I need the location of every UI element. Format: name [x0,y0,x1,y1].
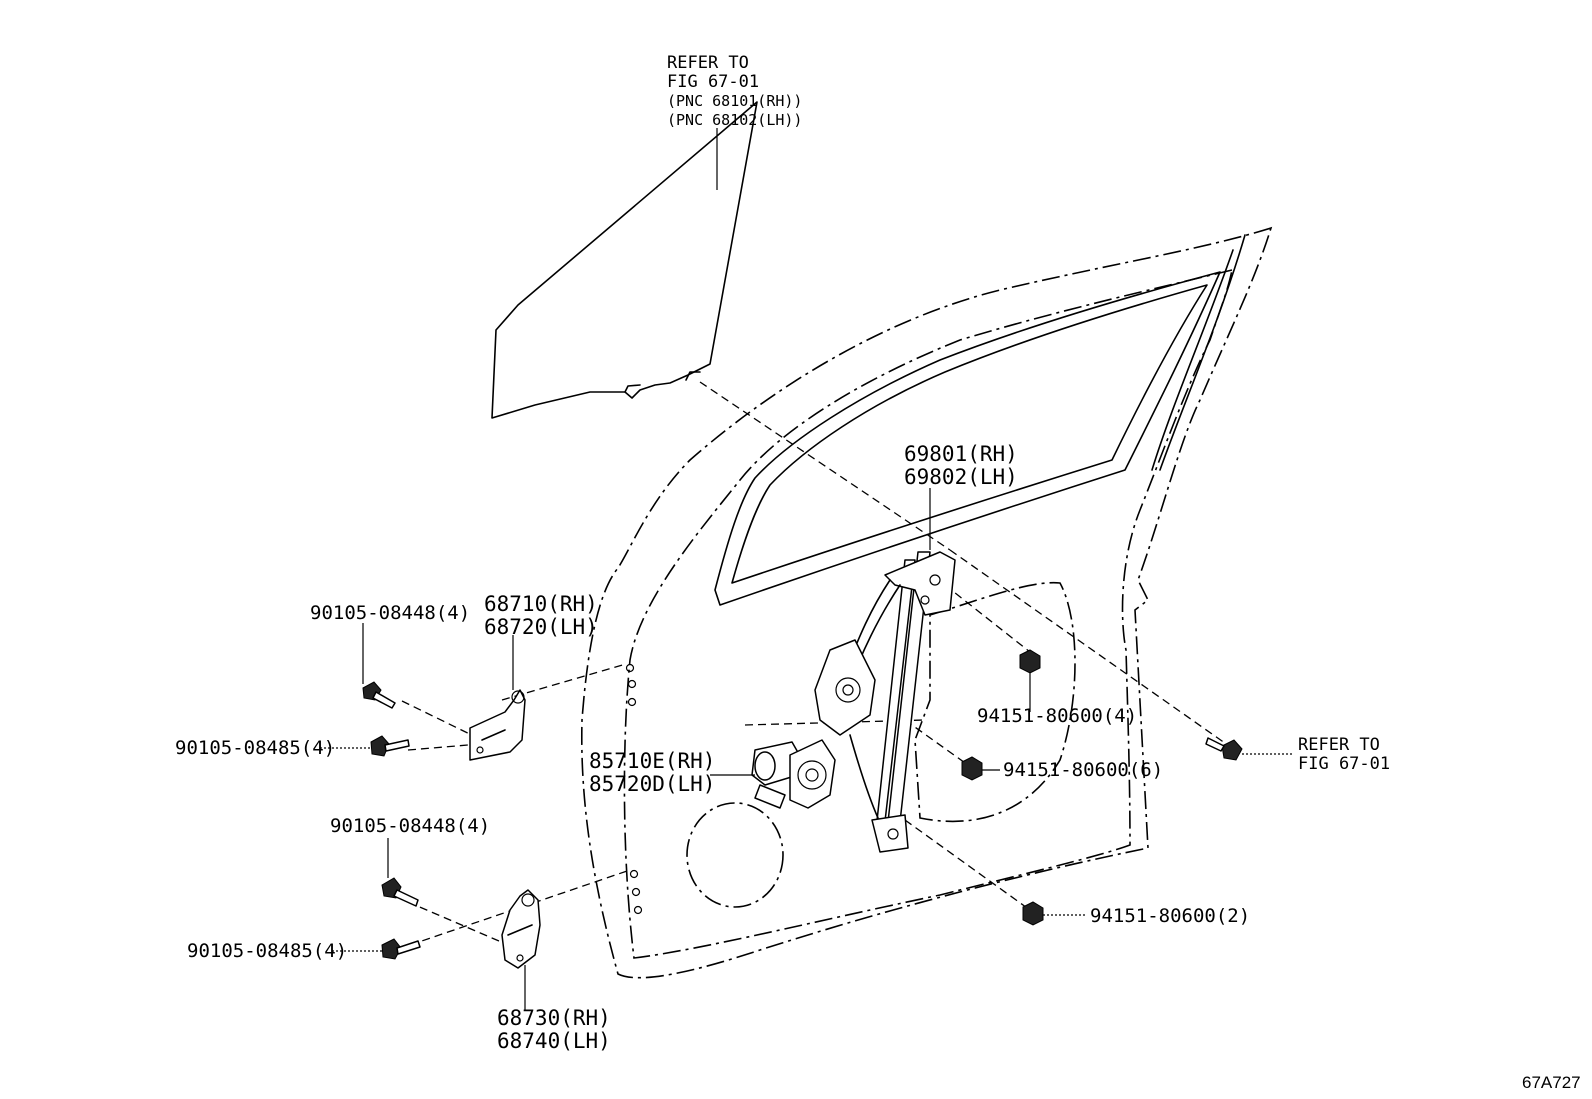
regulator-rh-label: 69801(RH) [904,442,1018,466]
bolt-upper-b [370,735,410,757]
bolt-lower-a-label: 90105-08448(4) [330,815,490,837]
door-panel [580,226,1273,979]
upper-hinge-rh-label: 68710(RH) [484,592,598,616]
nut-c [1022,901,1044,926]
glass-ref-line3: (PNC 68101(RH)) [667,92,802,110]
glass-ref-line4: (PNC 68102(LH)) [667,111,802,129]
window-regulator [814,551,956,853]
regulator-motor [751,739,836,809]
door-glass [491,101,758,419]
nut-c-label: 94151-80600(2) [1090,905,1250,927]
regulator-callout: 69801(RH) 69802(LH) [904,442,1018,489]
lower-hinge-rh-label: 68730(RH) [497,1006,611,1030]
upper-hinge [469,689,526,761]
glass-ref-line1: REFER TO [667,53,749,73]
lower-hinge-callout: 68730(RH) 68740(LH) [497,1006,611,1053]
nut-a [1019,649,1041,674]
assembly-lines [401,381,1233,951]
leader-lines [320,128,1292,1010]
motor-lh-label: 85720D(LH) [589,772,715,796]
regulator-lh-label: 69802(LH) [904,465,1018,489]
bolt-upper-b-label: 90105-08485(4) [175,737,335,759]
upper-hinge-lh-label: 68720(LH) [484,615,598,639]
bolt-upper-a-label: 90105-08448(4) [310,602,470,624]
bolt-ref [1205,737,1243,761]
figure-id: 67A727 [1522,1073,1581,1092]
lower-hinge-lh-label: 68740(LH) [497,1029,611,1053]
bolt-ref-line2: FIG 67-01 [1298,754,1390,774]
lower-hinge [501,889,541,969]
bolt-lower-a [381,877,419,907]
upper-hinge-callout: 68710(RH) 68720(LH) [484,592,598,639]
bolt-reference-callout: REFER TO FIG 67-01 [1298,735,1390,774]
glass-reference-callout: REFER TO FIG 67-01 (PNC 68101(RH)) (PNC … [667,53,802,129]
glass-ref-line2: FIG 67-01 [667,72,759,92]
nut-b [961,756,983,781]
nut-a-label: 94151-80600(4) [977,705,1137,727]
nut-b-label: 94151-80600(6) [1003,759,1163,781]
motor-callout: 85710E(RH) 85720D(LH) [589,749,715,796]
bolt-lower-b-label: 90105-08485(4) [187,940,347,962]
bolt-lower-b [381,938,421,960]
bolt-ref-line1: REFER TO [1298,735,1380,755]
motor-rh-label: 85710E(RH) [589,749,715,773]
bolt-upper-a [362,681,396,709]
